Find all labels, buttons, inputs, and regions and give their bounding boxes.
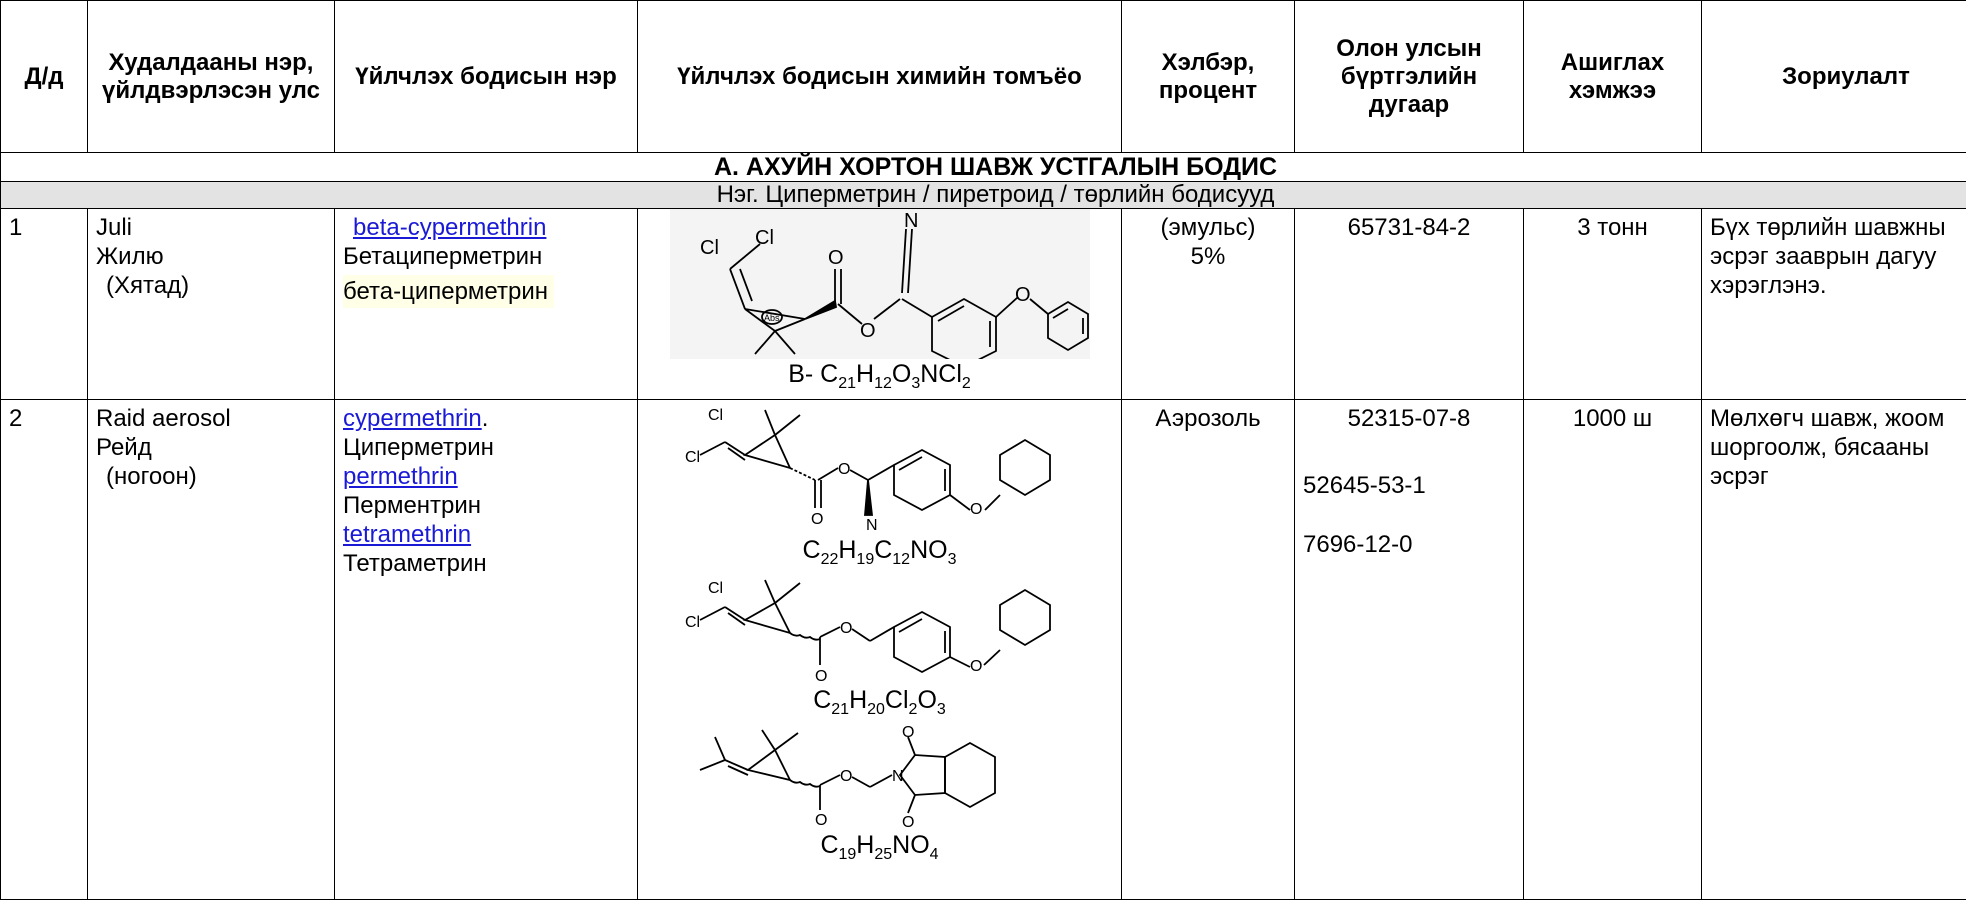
formula-text: C22H19C12NO3 bbox=[802, 536, 957, 568]
substance-cell: cypermethrin. Циперметрин permethrin Пер… bbox=[334, 399, 638, 900]
substance-link-beta-cypermethrin[interactable]: beta-cypermethrin bbox=[353, 214, 547, 241]
cas-number: 52315-07-8 bbox=[1347, 405, 1471, 432]
atom-cl-1: Cl bbox=[700, 237, 719, 259]
substance-cypermethrin: cypermethrin. bbox=[343, 405, 489, 432]
substance-name-mn-alt: бета-циперметрин bbox=[343, 275, 554, 308]
trade-name-mn: Рейд bbox=[96, 434, 152, 461]
formula-text: B- C21H12O3NCl2 bbox=[788, 360, 971, 392]
formula-cell: Cl Cl O O N O Abs B- C21H12O3NCl2 bbox=[637, 208, 1122, 400]
formula-text: C19H25NO4 bbox=[820, 831, 939, 863]
amount-cell: 1000 ш bbox=[1523, 399, 1702, 900]
section-b-row: Нэг. Циперметрин / пиретроид / төрлийн б… bbox=[0, 181, 1966, 209]
purpose-cell: Мөлхөгч шавж, жоом шоргоолж, бясааны эср… bbox=[1701, 399, 1966, 900]
atom-o-ester: O bbox=[840, 768, 852, 785]
header-chemical-formula: Үйлчлэх бодисын химийн томъёо bbox=[637, 0, 1122, 153]
atom-o-carbonyl: O bbox=[815, 812, 827, 829]
form-cell: (эмульс) 5% bbox=[1121, 208, 1295, 400]
formula-cell: Cl Cl O O N O C22H19C12NO3 bbox=[637, 399, 1122, 900]
purpose-cell: Бүх төрлийн шавжны эсрэг заав­рын дагуу … bbox=[1701, 208, 1966, 400]
trade-name-cell: Juli Жилю (Хятад) bbox=[87, 208, 335, 400]
section-a-row: А. АХУЙН ХОРТОН ШАВЖ УСТГАЛЫН БОДИС bbox=[0, 152, 1966, 182]
header-substance-name: Үйлчлэх бодисын нэр bbox=[334, 0, 638, 153]
cas-number: 52645-53-1 bbox=[1303, 472, 1426, 499]
table-row: 2 Raid aerosol Рейд (ногоон) cypermethri… bbox=[0, 399, 1966, 900]
amount-cell: 3 тонн bbox=[1523, 208, 1702, 400]
trade-name-cell: Raid aerosol Рейд (ногоон) bbox=[87, 399, 335, 900]
beta-cypermethrin-structure: Cl Cl O O N O Abs bbox=[669, 209, 1090, 359]
substance-name-mn: Тетраметрин bbox=[343, 550, 487, 577]
header-row: Д/д Худалдааны нэр, үйлдвэрлэсэн улс Үйл… bbox=[0, 0, 1966, 153]
abs-label: Abs bbox=[764, 313, 780, 323]
formula-text: C21H20Cl2O3 bbox=[813, 686, 946, 718]
atom-o-ether: O bbox=[1015, 284, 1031, 306]
atom-n: N bbox=[892, 768, 904, 785]
tetramethrin-structure: O O N O O bbox=[699, 725, 996, 830]
header-purpose: Зориулалт bbox=[1701, 0, 1966, 153]
atom-cl-2: Cl bbox=[755, 227, 774, 249]
atom-n: N bbox=[904, 210, 918, 232]
atom-o-ester: O bbox=[840, 620, 852, 637]
substance-name-mn: Перментрин bbox=[343, 492, 482, 519]
form-cell: Аэрозоль bbox=[1121, 399, 1295, 900]
substance-cell: beta-cypermethrin Бетациперметрин бета-ц… bbox=[334, 208, 638, 400]
atom-o-imide-2: O bbox=[902, 814, 914, 830]
cas-cell: 52315-07-8 52645-53-1 7696-12-0 bbox=[1294, 399, 1524, 900]
form-type: (эмульс) bbox=[1160, 214, 1256, 241]
atom-o-carbonyl: O bbox=[815, 668, 827, 685]
atom-cl-1: Cl bbox=[708, 407, 723, 424]
atom-n: N bbox=[866, 517, 878, 534]
form-percent: 5% bbox=[1190, 243, 1226, 270]
manufacturer-country: (Хятад) bbox=[106, 272, 190, 299]
atom-o-carbonyl: O bbox=[811, 511, 823, 528]
cas-number: 65731-84-2 bbox=[1347, 214, 1471, 241]
row-number: 1 bbox=[0, 208, 88, 400]
atom-cl-2: Cl bbox=[685, 614, 700, 631]
row-number: 2 bbox=[0, 399, 88, 900]
header-trade-name: Худалдааны нэр, үйлдвэрлэсэн улс bbox=[87, 0, 335, 153]
atom-o-ether: O bbox=[970, 658, 982, 675]
atom-o-carbonyl: O bbox=[828, 247, 844, 269]
substance-name-mn: Бетациперметрин bbox=[343, 243, 543, 270]
cas-number: 7696-12-0 bbox=[1303, 531, 1413, 558]
header-usage-amount: Ашиглах хэмжээ bbox=[1523, 0, 1702, 153]
trade-name: Raid aerosol bbox=[96, 405, 231, 432]
table-row: 1 Juli Жилю (Хятад) beta-cypermethrin Бе… bbox=[0, 208, 1966, 400]
header-form-percent: Хэлбэр, процент bbox=[1121, 0, 1295, 153]
header-no: Д/д bbox=[0, 0, 88, 153]
substance-link-permethrin[interactable]: permethrin bbox=[343, 463, 458, 490]
atom-cl-1: Cl bbox=[708, 580, 723, 597]
substance-link-cypermethrin[interactable]: cypermethrin bbox=[343, 405, 482, 432]
atom-cl-2: Cl bbox=[685, 449, 700, 466]
atom-o-ether: O bbox=[970, 501, 982, 518]
atom-o-ester: O bbox=[860, 320, 876, 342]
section-a-title: А. АХУЙН ХОРТОН ШАВЖ УСТГАЛЫН БОДИС bbox=[0, 152, 1966, 182]
header-cas-number: Олон улсын бүртгэлийн дугаар bbox=[1294, 0, 1524, 153]
atom-o-ester: O bbox=[838, 461, 850, 478]
atom-o-imide-1: O bbox=[902, 725, 914, 741]
permethrin-structure: Cl Cl O O O bbox=[685, 579, 1051, 685]
section-b-title: Нэг. Циперметрин / пиретроид / төрлийн б… bbox=[0, 181, 1966, 209]
substance-link-tetramethrin[interactable]: tetramethrin bbox=[343, 521, 472, 548]
cas-cell: 65731-84-2 bbox=[1294, 208, 1524, 400]
product-variant: (ногоон) bbox=[106, 463, 197, 490]
cypermethrin-structure: Cl Cl O O N O bbox=[685, 407, 1051, 534]
trade-name-mn: Жилю bbox=[96, 243, 164, 270]
substance-name-mn: Циперметрин bbox=[343, 434, 494, 461]
trade-name: Juli bbox=[96, 214, 133, 241]
